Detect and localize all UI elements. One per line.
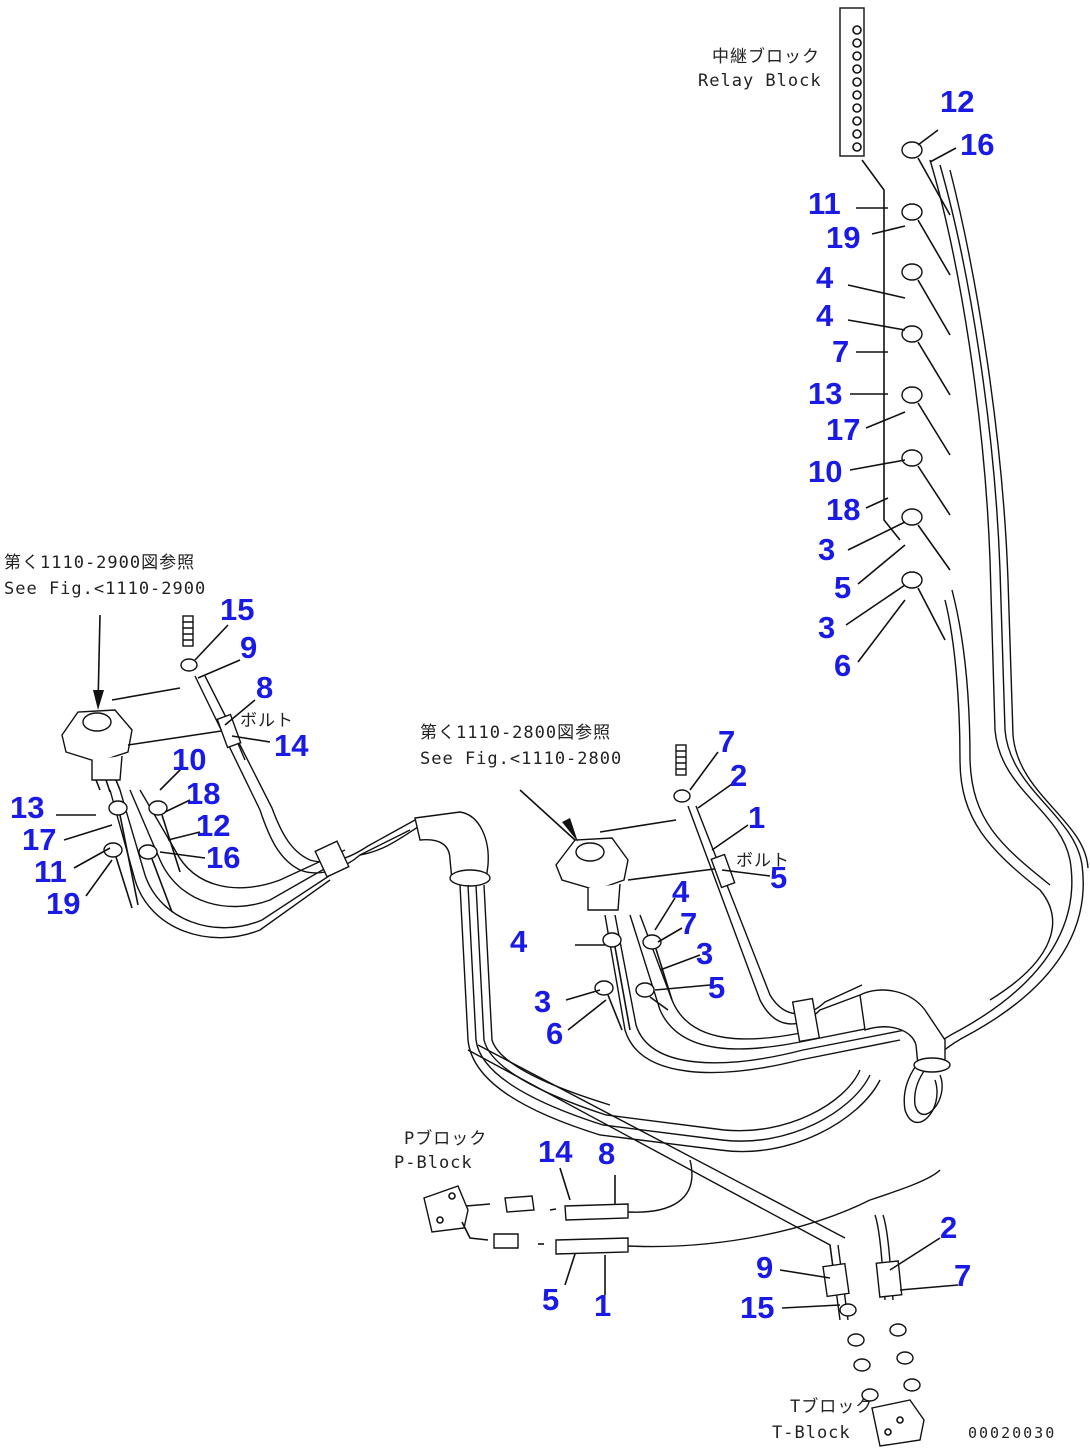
callout-19: 19 (826, 220, 860, 255)
callout-13: 13 (808, 376, 842, 411)
callout-8: 8 (598, 1136, 615, 1171)
callout-4: 4 (510, 924, 528, 959)
callout-15: 15 (740, 1290, 774, 1325)
callout-17: 17 (22, 822, 56, 857)
relay-block (839, 7, 865, 157)
left-ppc-valve (61, 709, 133, 793)
relay-block-label-en: Relay Block (698, 71, 822, 91)
callout-4: 4 (816, 298, 834, 333)
callout-16: 16 (960, 127, 994, 162)
callout-3: 3 (534, 984, 551, 1019)
callout-3: 3 (818, 610, 835, 645)
callout-16: 16 (206, 840, 240, 875)
callout-5: 5 (770, 860, 787, 895)
callout-7: 7 (954, 1258, 971, 1293)
left-fittings (103, 800, 181, 913)
middle-fittings (594, 932, 673, 1031)
relay-leader (861, 159, 901, 541)
callout-11: 11 (34, 854, 67, 889)
middle-clamp-label: ボルト (736, 851, 790, 871)
callout-3: 3 (818, 532, 835, 567)
callout-7: 7 (718, 724, 735, 759)
callout-12: 12 (940, 84, 974, 119)
left-bolt (180, 615, 198, 672)
callout-5: 5 (834, 570, 851, 605)
callout-2: 2 (730, 758, 747, 793)
callout-18: 18 (826, 492, 860, 527)
leader-lines (56, 129, 959, 1309)
callout-15: 15 (220, 592, 254, 627)
callout-6: 6 (546, 1016, 563, 1051)
middle-bolt (673, 744, 691, 803)
callout-13: 13 (10, 790, 44, 825)
callout-18: 18 (186, 776, 220, 811)
callout-5: 5 (542, 1282, 559, 1317)
callout-12: 12 (196, 808, 230, 843)
middle-clamp (710, 853, 821, 1043)
middle-see-label-en: See Fig.<1110-2800 (420, 749, 622, 769)
left-see-label-en: See Fig.<1110-2900 (4, 579, 206, 599)
callout-numbers: 12 16 11 19 4 4 7 13 17 10 18 3 5 3 6 15… (10, 84, 994, 1325)
left-clamp-label: ボルト (240, 711, 294, 731)
callout-1: 1 (594, 1288, 611, 1323)
drawing-code: 00020030 (968, 1424, 1056, 1442)
t-block (871, 1399, 925, 1447)
p-block-label-en: P-Block (394, 1153, 473, 1173)
right-elbow-pipe (859, 989, 951, 1073)
t-block-hoses (822, 1214, 921, 1402)
relay-fittings (901, 141, 951, 641)
p-block-hoses (627, 1159, 941, 1248)
callout-17: 17 (826, 412, 860, 447)
callout-7: 7 (680, 906, 697, 941)
callout-3: 3 (696, 936, 713, 971)
left-clamp (216, 713, 350, 878)
middle-see-arrow (519, 789, 576, 841)
callout-14: 14 (538, 1134, 573, 1169)
left-hose-bundle (109, 675, 431, 939)
middle-ppc-valve (555, 837, 629, 911)
callout-10: 10 (808, 454, 842, 489)
p-block (423, 1185, 629, 1255)
right-hose-bundle (903, 159, 1089, 1124)
callout-4: 4 (672, 874, 690, 909)
callout-14: 14 (274, 728, 309, 763)
t-block-label-en: T-Block (772, 1423, 851, 1443)
callout-9: 9 (240, 630, 257, 665)
left-see-arrowhead (93, 690, 104, 710)
p-block-label-jp: Pブロック (404, 1128, 487, 1149)
callout-10: 10 (172, 742, 206, 777)
callout-1: 1 (748, 800, 765, 835)
callout-11: 11 (808, 186, 841, 221)
callout-4: 4 (816, 260, 834, 295)
t-block-label-jp: Tブロック (790, 1396, 873, 1417)
callout-7: 7 (832, 334, 849, 369)
middle-see-arrowhead (562, 818, 578, 842)
callout-6: 6 (834, 648, 851, 683)
callout-8: 8 (256, 670, 273, 705)
callout-5: 5 (708, 970, 725, 1005)
middle-see-label-jp: 第く1110-2800図参照 (420, 723, 611, 743)
relay-block-label-jp: 中継ブロック (712, 46, 820, 67)
callout-9: 9 (756, 1250, 773, 1285)
left-see-label-jp: 第く1110-2900図参照 (4, 553, 195, 573)
center-elbow-pipe (414, 811, 491, 887)
callout-19: 19 (46, 886, 80, 921)
callout-2: 2 (940, 1210, 957, 1245)
